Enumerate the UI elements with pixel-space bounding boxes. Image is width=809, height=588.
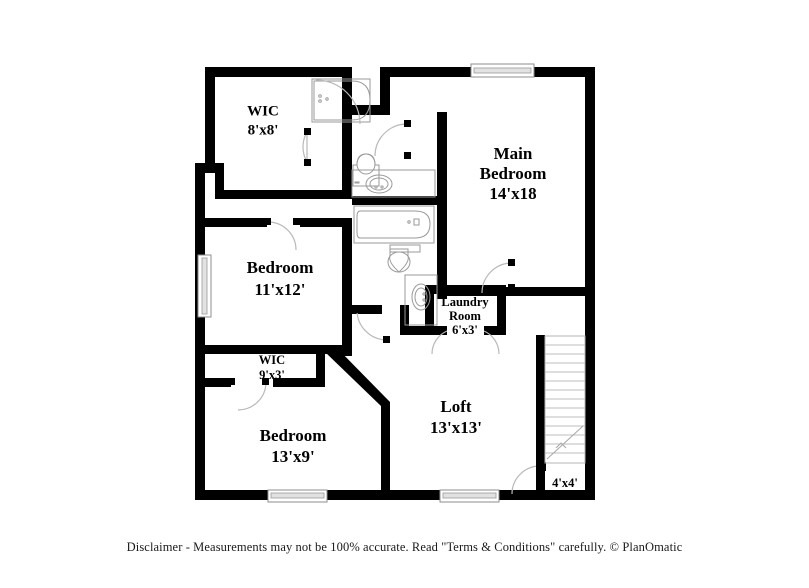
label-bedroom-11x12: Bedroom 11'x12' (247, 258, 314, 299)
bedroom2-name: Bedroom (260, 426, 327, 445)
window-loft-bottom (439, 489, 500, 503)
shower-icon (311, 78, 371, 123)
disclaimer-text: Disclaimer - Measurements may not be 100… (126, 540, 683, 554)
door-laundry-right (483, 330, 500, 355)
window-bedroom2-bottom (267, 489, 328, 503)
loft-name: Loft (440, 397, 472, 416)
door-main-bedroom-to-hall (481, 259, 515, 294)
vanity-sink-lower-icon (404, 274, 438, 326)
door-laundry-left (431, 330, 448, 355)
window-bedroom-left (197, 254, 212, 318)
door-bedroom1 (264, 218, 300, 251)
pedestal-sink-icon (352, 153, 380, 187)
bathtub-icon (353, 205, 435, 244)
wic-main-name: WIC (247, 103, 279, 119)
toilet-icon (387, 244, 421, 273)
door-top-bath (315, 79, 361, 125)
bedroom2-dimensions: 13'x9' (271, 447, 314, 466)
door-wic-small (228, 378, 269, 411)
laundry-name-line2: Room (449, 309, 482, 323)
main-bedroom-name-line2: Bedroom (480, 164, 547, 183)
door-main-bedroom (374, 120, 411, 159)
laundry-name-line1: Laundry (441, 295, 489, 309)
label-bedroom-13x9: Bedroom 13'x9' (260, 426, 327, 466)
label-laundry-room: Laundry Room 6'x3' (441, 295, 489, 337)
wic-small-name: WIC (259, 353, 285, 367)
door-bath-hall (353, 306, 390, 343)
main-bedroom-name-line1: Main (494, 144, 533, 163)
bedroom1-name: Bedroom (247, 258, 314, 277)
wic-small-dimensions: 9'x3' (259, 368, 285, 382)
wic-main-dimensions: 8'x8' (248, 122, 279, 138)
label-closet-4x4: 4'x4' (552, 476, 578, 490)
door-wic-main (302, 128, 311, 166)
door-closet-4x4 (511, 462, 543, 497)
label-wic-small: WIC 9'x3' (259, 353, 285, 382)
label-loft: Loft 13'x13' (430, 397, 482, 437)
loft-dimensions: 13'x13' (430, 418, 482, 437)
closet-dimensions: 4'x4' (552, 476, 578, 490)
staircase-icon (544, 335, 586, 464)
laundry-dimensions: 6'x3' (452, 323, 478, 337)
window-main-bedroom-top (470, 63, 535, 78)
label-main-bedroom: Main Bedroom 14'x18 (480, 144, 547, 203)
bedroom1-dimensions: 11'x12' (254, 280, 305, 299)
toilet-icon-lower (354, 181, 360, 184)
label-wic-main: WIC 8'x8' (247, 103, 279, 138)
main-bedroom-dimensions: 14'x18 (489, 184, 536, 203)
